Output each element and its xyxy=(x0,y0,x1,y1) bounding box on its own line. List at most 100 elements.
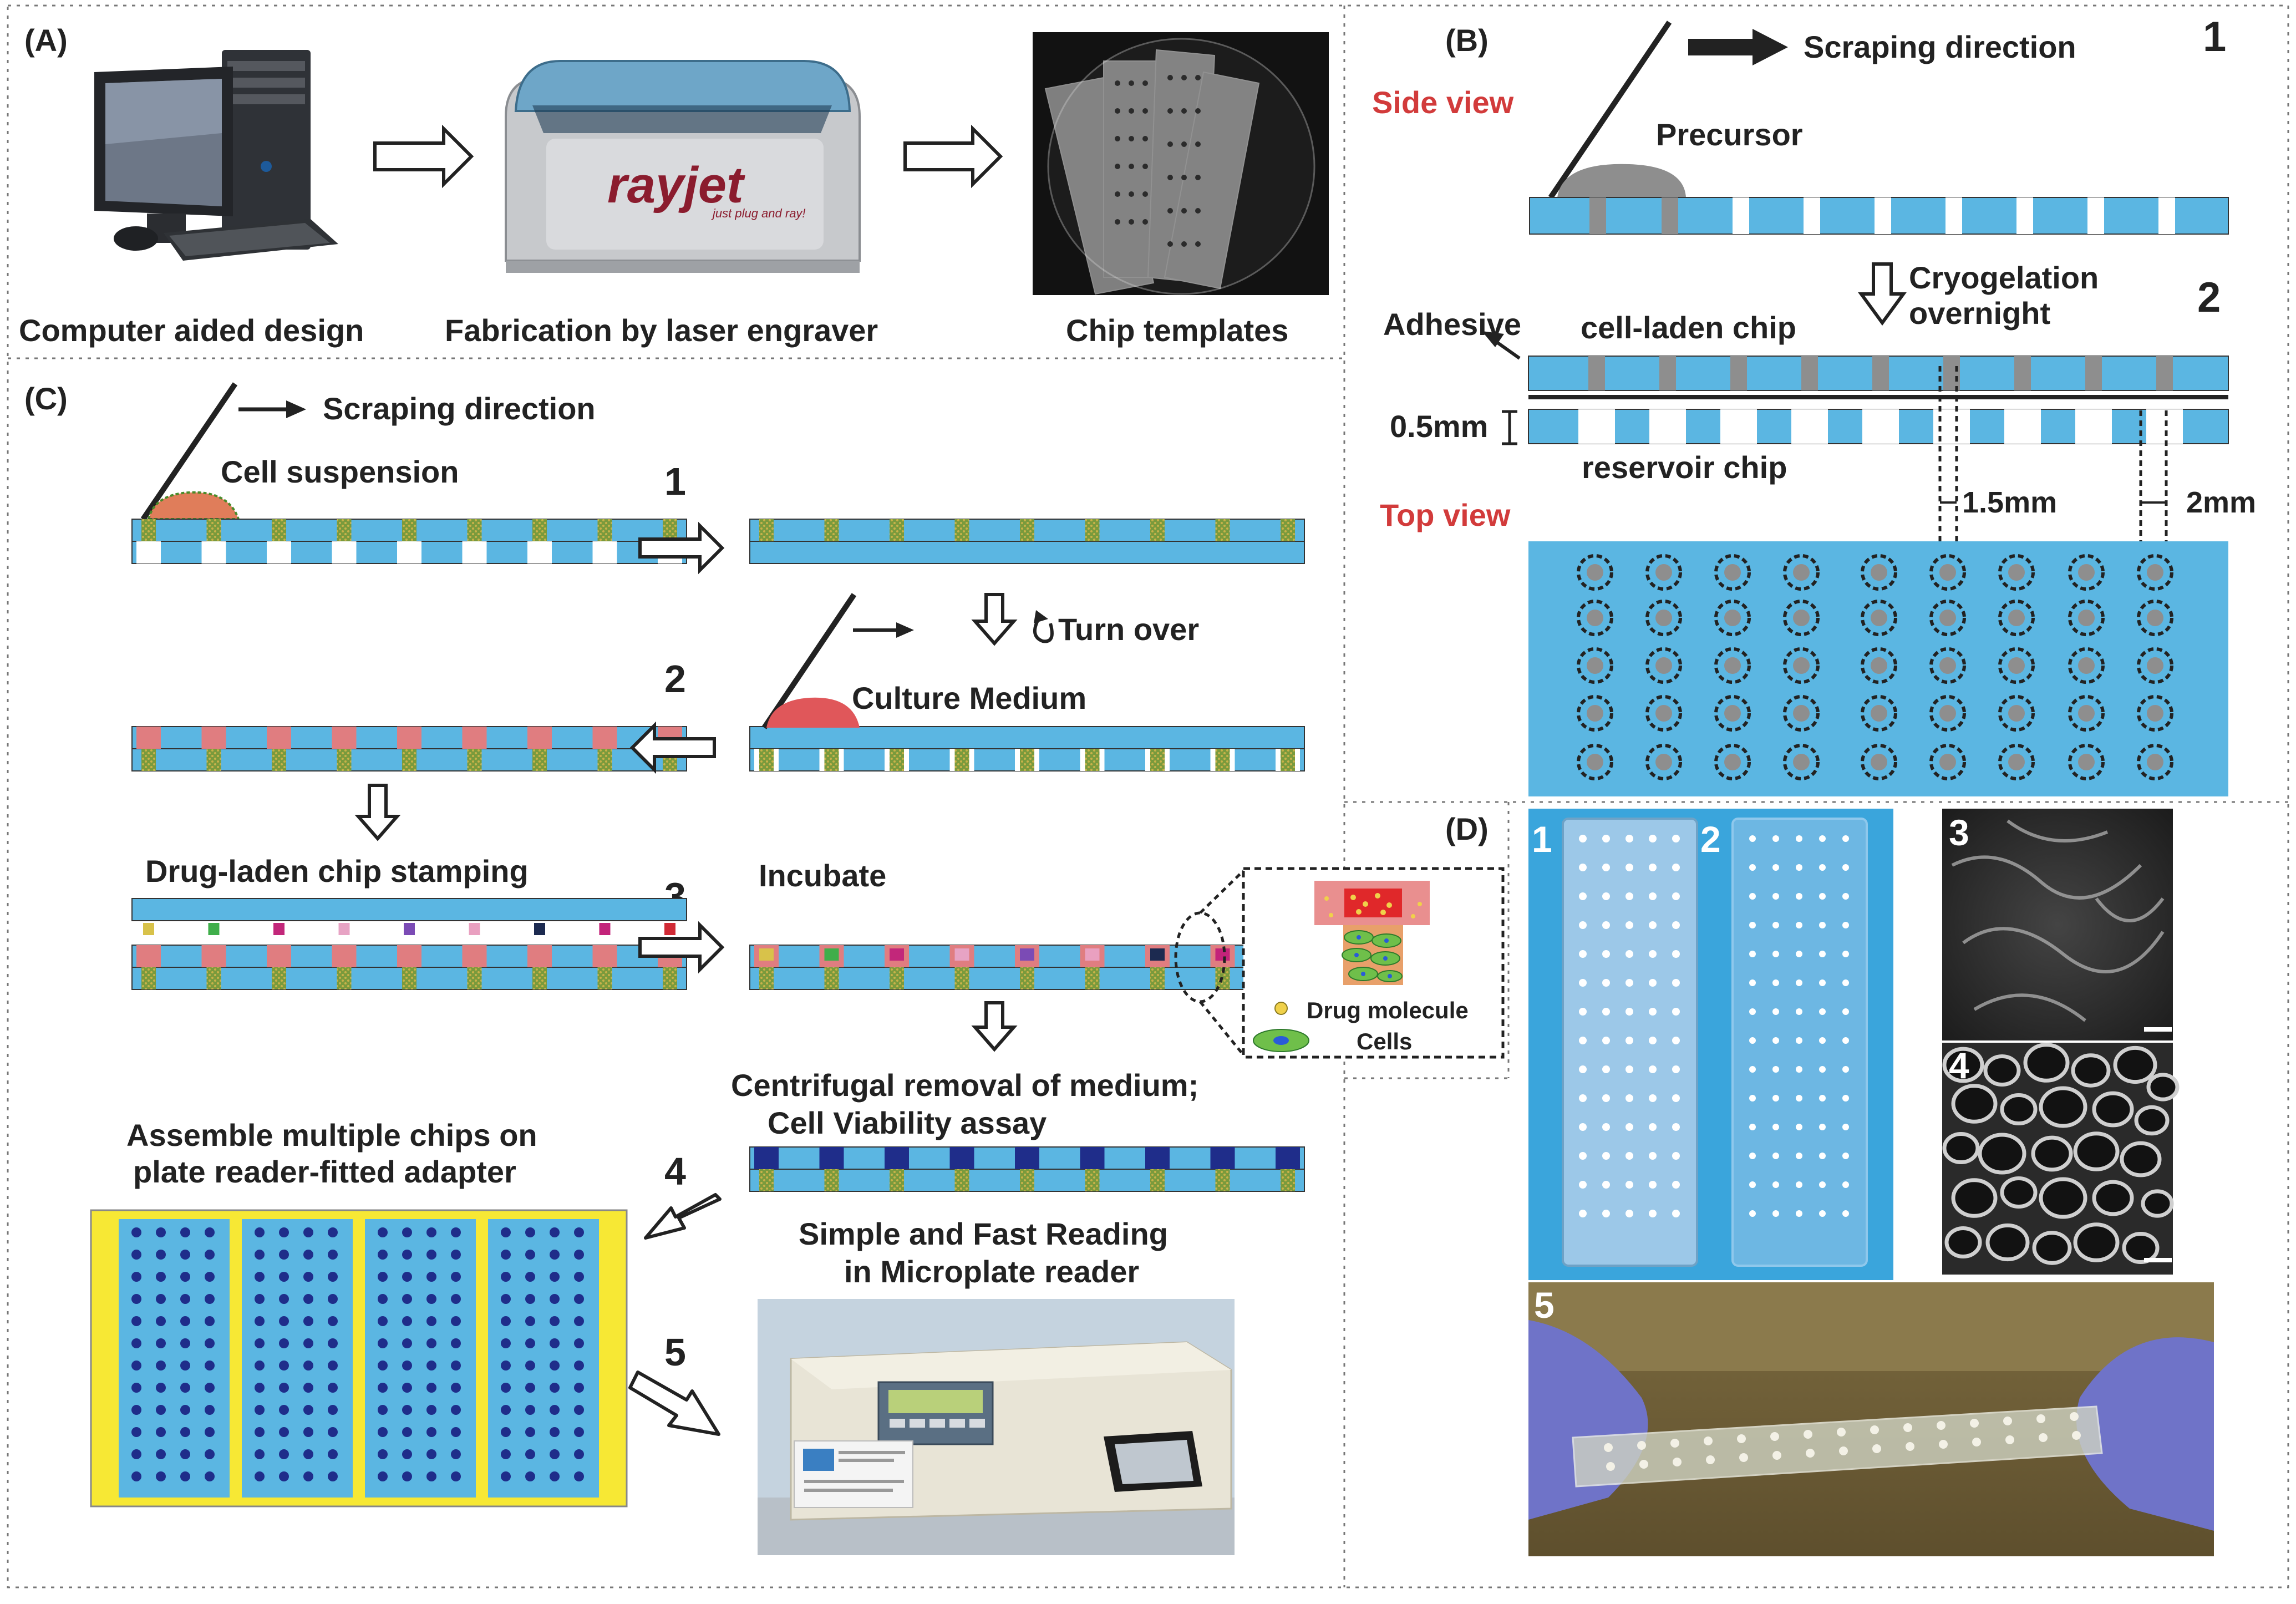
well-outline xyxy=(2068,695,2105,732)
cell-suspension-drop-icon xyxy=(147,491,240,520)
adapter-well xyxy=(205,1383,215,1393)
chip-pore-bottom xyxy=(337,967,352,989)
chip-hole xyxy=(1602,950,1610,958)
chip-hole xyxy=(1842,979,1849,986)
chip-hole xyxy=(1626,1181,1633,1189)
chip-pore-bottom xyxy=(1215,749,1230,771)
drug-dot xyxy=(824,948,839,961)
chip-pore-top xyxy=(402,519,416,541)
well-pore xyxy=(1655,657,1672,674)
chip-hole xyxy=(1602,921,1610,929)
chip-hole xyxy=(1772,979,1779,986)
adapter-well xyxy=(205,1471,215,1481)
adapter-well xyxy=(501,1227,511,1237)
chip-reservoir xyxy=(527,541,552,564)
adapter-well xyxy=(501,1250,511,1260)
chip-pore-bottom xyxy=(759,1169,774,1191)
b-cell-laden-chip: cell-laden chip xyxy=(1581,310,1796,345)
well-pore xyxy=(1655,610,1672,626)
sem-pore xyxy=(2000,1093,2038,1125)
adapter-well xyxy=(180,1250,190,1260)
adapter-well xyxy=(279,1449,289,1459)
chip-hole xyxy=(1819,1008,1826,1015)
chip-pore-top xyxy=(1085,519,1100,541)
scraping-arrow-icon xyxy=(1688,29,1788,65)
down-arrow-icon xyxy=(1858,262,1907,326)
adapter-well xyxy=(378,1294,388,1304)
well-pore xyxy=(2008,705,2025,722)
chip-reservoir xyxy=(462,541,487,564)
adapter-well xyxy=(402,1272,412,1282)
well-pore xyxy=(1587,754,1603,770)
chip-pore-bottom xyxy=(1085,749,1100,771)
adapter-well xyxy=(180,1227,190,1237)
adapter-well xyxy=(156,1250,166,1260)
chip-reservoir xyxy=(267,541,291,564)
caption-templates: Chip templates xyxy=(1066,313,1288,348)
adapter-well xyxy=(205,1250,215,1260)
chip-hole xyxy=(1749,951,1756,957)
viability-well xyxy=(754,1147,779,1169)
chip-hole xyxy=(1842,1153,1849,1159)
drug-dot xyxy=(890,948,904,961)
adapter-well xyxy=(426,1316,436,1326)
chip-reservoir xyxy=(332,541,357,564)
c-reading-2: in Microplate reader xyxy=(844,1254,1139,1289)
chip-hole xyxy=(1626,979,1633,987)
adapter-well xyxy=(426,1383,436,1393)
chip-hole xyxy=(1602,1008,1610,1016)
panel-d-label: (D) xyxy=(1445,811,1489,846)
scraper-blade-icon xyxy=(1548,21,1672,199)
well-outline xyxy=(1645,647,1682,684)
chip-hole xyxy=(1796,1124,1802,1130)
adapter-well xyxy=(303,1361,313,1370)
well-pore xyxy=(2147,705,2163,722)
sem-pore xyxy=(2039,1086,2087,1128)
chip-hole xyxy=(1749,1008,1756,1015)
adapter-well xyxy=(328,1361,338,1370)
c-step1: 1 xyxy=(664,460,686,503)
chip-hole xyxy=(1672,1152,1680,1160)
b-overnight: overnight xyxy=(1909,296,2050,331)
chip-pore-bottom xyxy=(1150,749,1165,771)
chip-hole xyxy=(1579,1152,1587,1160)
drug-dot xyxy=(954,948,969,961)
caption-laser: Fabrication by laser engraver xyxy=(445,313,878,348)
chip-pore-bottom xyxy=(890,1169,904,1191)
well-outline xyxy=(2137,554,2173,591)
adapter-well xyxy=(303,1449,313,1459)
adapter-well xyxy=(378,1471,388,1481)
c-centrifugal-2: Cell Viability assay xyxy=(768,1105,1047,1140)
well-outline xyxy=(1577,647,1613,684)
adapter-well xyxy=(451,1383,461,1393)
viability-well xyxy=(819,1147,844,1169)
chip-pore-bottom xyxy=(1085,967,1100,989)
chip-pore-top xyxy=(337,519,352,541)
chip-pore-bottom xyxy=(890,749,904,771)
chip-hole xyxy=(1819,922,1826,928)
well-pore xyxy=(1871,705,1887,722)
computer-icon xyxy=(94,50,338,261)
panel-b: (B) 1 Scraping direction Side view Precu… xyxy=(1372,13,2256,796)
chip-hole xyxy=(1749,893,1756,900)
chip-hole xyxy=(1772,864,1779,871)
well-outline xyxy=(1929,647,1966,684)
well-pore xyxy=(1939,705,1956,722)
adapter-well xyxy=(303,1250,313,1260)
adapter-well xyxy=(131,1471,141,1481)
chip-hole xyxy=(1772,1037,1779,1044)
adapter-well xyxy=(255,1272,265,1282)
b-dim-pitch: 2mm xyxy=(2186,486,2256,519)
well-outline xyxy=(1998,554,2035,591)
chip-hole xyxy=(1796,893,1802,900)
adapter-well xyxy=(378,1427,388,1437)
adapter-well xyxy=(156,1383,166,1393)
adapter-well xyxy=(550,1427,560,1437)
drug-dot xyxy=(1215,948,1230,961)
chip-hole xyxy=(1626,835,1633,842)
sem-pore xyxy=(1942,1132,1980,1164)
viability-well xyxy=(1210,1147,1235,1169)
drug-spot xyxy=(208,923,220,935)
adapter-well xyxy=(378,1383,388,1393)
sem-pore xyxy=(2039,1177,2087,1219)
